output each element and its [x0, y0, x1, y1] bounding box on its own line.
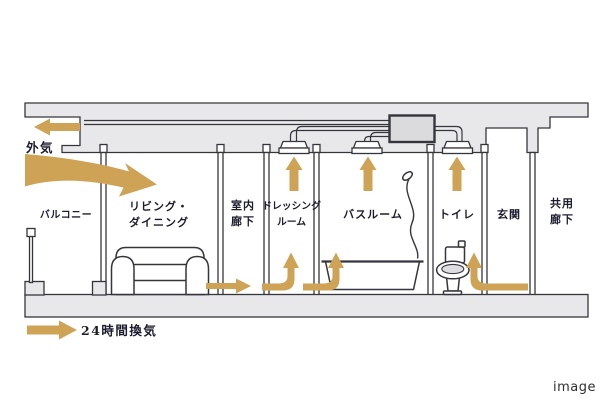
room-label-corridor-line1: 室内 — [231, 198, 255, 212]
airflow-arrow-exhaust — [34, 118, 80, 136]
ceiling-structure — [24, 102, 589, 154]
balcony-railing — [24, 227, 107, 296]
room-label-balcony: バルコニー — [40, 209, 92, 221]
room-label-entrance: 玄関 — [497, 207, 521, 221]
duct-exhaust — [84, 119, 390, 126]
airflow-arrows — [25, 118, 528, 294]
airflow-arrow-bathroom-ceiling — [359, 156, 377, 191]
airflow-arrow-into-bathroom — [303, 252, 344, 291]
wall-bathroom-toilet — [427, 151, 434, 296]
wall-entrance-common — [529, 151, 536, 296]
shower-icon — [401, 171, 419, 259]
airflow-arrow-toilet-ceiling — [448, 156, 466, 191]
room-label-common-corridor-line1: 共用 — [550, 196, 574, 210]
legend-arrow-icon — [27, 320, 77, 340]
airflow-arrow-living-to-corridor — [206, 278, 251, 294]
ceiling-vent-bathroom — [351, 140, 383, 155]
wall-toilet-entrance — [481, 151, 488, 296]
room-label-corridor-line2: 廊下 — [231, 214, 255, 228]
room-label-dressing-line2: ルーム — [277, 216, 306, 228]
wall-dressing-bathroom — [313, 151, 320, 296]
room-label-bathroom: バスルーム — [343, 208, 403, 221]
bathtub — [321, 260, 424, 291]
room-label-living-line2: ダイニング — [129, 215, 189, 229]
duct-to-dressing-vent — [289, 125, 390, 142]
room-label-common-corridor-line2: 廊下 — [550, 212, 574, 226]
image-watermark: image — [553, 380, 596, 395]
wall-corridor-dressing — [263, 151, 270, 296]
airflow-arrow-corridor-to-dressing — [262, 252, 299, 291]
room-label-dressing-line1: ドレッシング — [262, 199, 321, 212]
legend: 24時間換気 — [27, 320, 157, 340]
sofa — [110, 246, 210, 296]
airflow-arrow-dressing-ceiling — [285, 156, 303, 191]
ventilation-fan-unit — [388, 114, 436, 144]
room-label-living-line1: リビング・ — [129, 199, 189, 213]
wall-living-corridor — [217, 151, 224, 296]
outside-air-label: 外気 — [25, 140, 54, 155]
toilet-icon — [435, 240, 470, 296]
legend-label: 24時間換気 — [81, 323, 157, 338]
airflow-arrow-intake — [25, 154, 157, 197]
ceiling-vent-toilet — [441, 140, 474, 155]
room-label-toilet: トイレ — [439, 208, 475, 221]
duct-to-bathroom-vent — [363, 131, 390, 142]
floor-slab — [24, 293, 589, 318]
duct-to-toilet-vent — [434, 125, 463, 142]
ceiling-vent-dressing — [278, 140, 310, 155]
airflow-arrow-entrance-to-toilet — [466, 252, 528, 291]
